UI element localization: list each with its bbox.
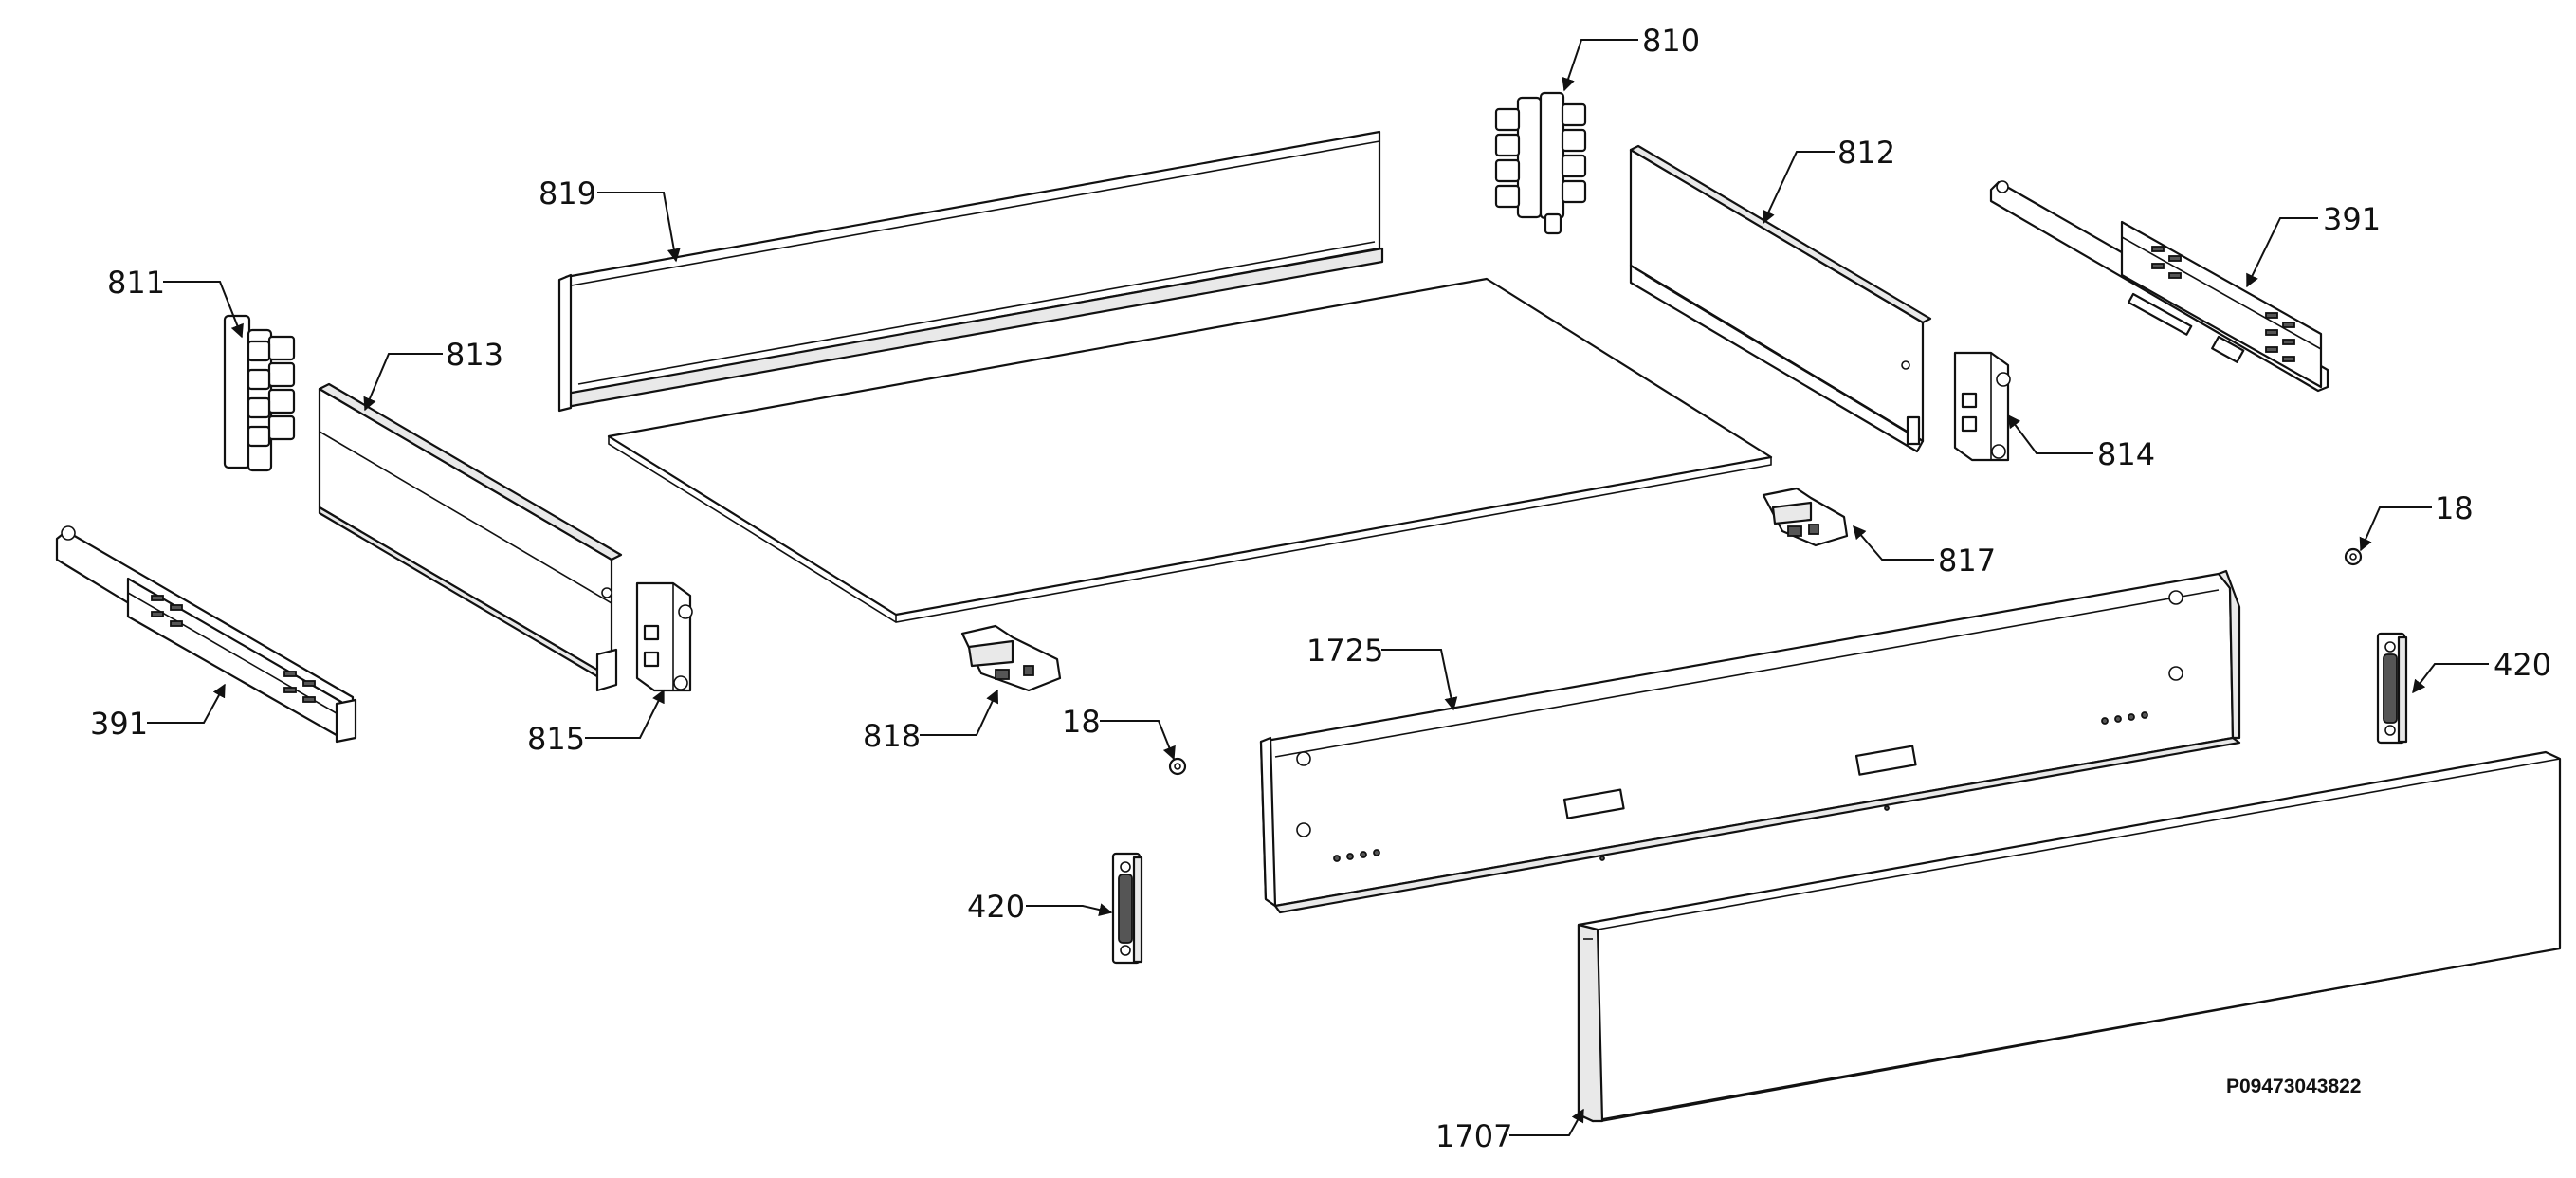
part-810-clip	[1494, 91, 1587, 235]
callout-1707: 1707	[1435, 1118, 1512, 1154]
callout-18-left: 18	[1062, 704, 1101, 740]
leader-18-left	[1100, 720, 1176, 761]
callout-420-right: 420	[2494, 647, 2551, 683]
leader-391-left	[147, 683, 226, 724]
leader-819	[597, 192, 681, 263]
part-391-left-runner	[55, 525, 357, 744]
callout-391-right: 391	[2323, 201, 2381, 237]
leader-811	[163, 281, 244, 339]
callout-811: 811	[107, 265, 165, 301]
part-1725-inner-front-panel	[1259, 569, 2241, 914]
leader-1707	[1509, 1108, 1584, 1136]
callout-810: 810	[1642, 23, 1700, 59]
leader-18-right	[2359, 506, 2432, 552]
callout-813: 813	[446, 337, 503, 373]
part-18-screw-left	[1168, 757, 1187, 776]
leader-815	[585, 689, 665, 739]
part-18-screw-right	[2344, 547, 2363, 566]
leader-1725	[1381, 649, 1458, 711]
callout-391-left: 391	[90, 706, 148, 742]
leader-420-right	[2412, 663, 2489, 694]
part-420-bracket-right	[2376, 632, 2408, 745]
diagram-reference-code: P09473043822	[2226, 1076, 2361, 1097]
leader-818	[920, 689, 998, 736]
callout-labels: 810 812 391 819 811 813 814 18 817 391 8…	[90, 23, 2551, 1154]
part-817-bracket	[1762, 487, 1849, 547]
part-814-connector	[1953, 351, 2011, 462]
callout-819: 819	[539, 175, 596, 212]
part-812-right-side-panel	[1629, 144, 1932, 453]
part-391-right-runner	[1989, 180, 2329, 393]
callout-812: 812	[1837, 135, 1895, 171]
leader-814	[2007, 414, 2093, 454]
leader-lines	[147, 39, 2489, 1136]
drawer-base-board	[607, 277, 1773, 623]
leader-391-right	[2246, 217, 2318, 288]
part-815-connector	[635, 581, 693, 692]
part-811-clip	[223, 314, 296, 472]
callout-817: 817	[1938, 543, 1996, 579]
callout-818: 818	[863, 718, 921, 754]
callout-420-left: 420	[967, 889, 1025, 925]
callout-814: 814	[2097, 436, 2155, 472]
part-819-rear-panel	[557, 130, 1384, 413]
leader-813	[363, 353, 443, 412]
callout-18-right: 18	[2435, 490, 2474, 526]
part-420-bracket-left	[1111, 852, 1143, 965]
runner-left-slots	[151, 595, 316, 703]
part-818-bracket	[960, 624, 1062, 692]
callout-1725: 1725	[1306, 633, 1383, 669]
leader-420-left	[1026, 903, 1113, 916]
part-813-left-side-panel	[318, 382, 623, 692]
leader-810	[1562, 39, 1638, 92]
callout-815: 815	[527, 721, 585, 757]
leader-817	[1853, 525, 1934, 561]
leader-812	[1762, 151, 1835, 225]
runner-right-slots	[2151, 246, 2295, 362]
